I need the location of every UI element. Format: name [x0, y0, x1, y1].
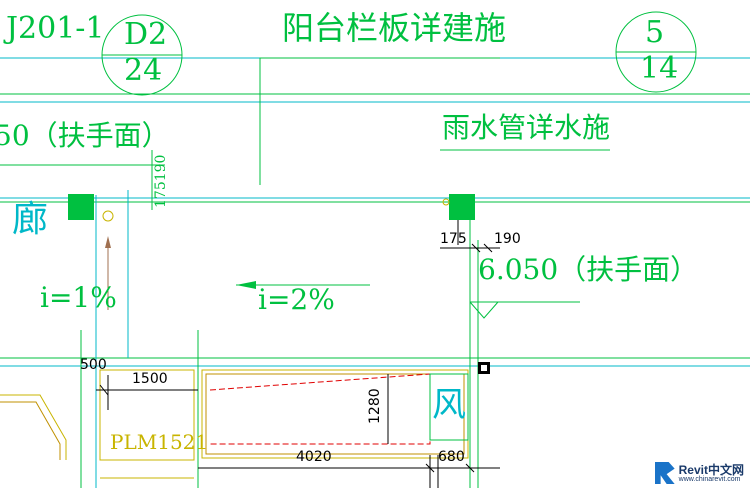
bubble-right-top: 5	[645, 15, 665, 50]
dim-1280-label: 1280	[367, 388, 383, 424]
black-corner-marker-inner	[481, 365, 487, 371]
wind-box	[429, 373, 469, 441]
dim-4020-label: 4020	[296, 449, 332, 465]
dim-500-label: 500	[80, 357, 107, 373]
watermark-url: www.chinarevit.com	[678, 475, 741, 483]
elevation-triangle	[469, 301, 499, 319]
wind-label: 风	[432, 385, 466, 425]
elevation-label: 6.050（扶手面）	[478, 253, 699, 286]
drain-circle-right	[442, 198, 450, 206]
revit-logo-icon	[654, 462, 675, 484]
dim-vertical-label: 175190	[153, 154, 169, 208]
dim-1500-label: 1500	[132, 371, 168, 387]
watermark-title: Revit中文网	[678, 462, 744, 477]
balcony-detail-title: 阳台栏板详建施	[282, 9, 507, 47]
left-yellow-outline	[0, 394, 67, 460]
pipe-marker-left	[68, 194, 94, 220]
room-outline-inner	[205, 373, 465, 455]
drain-circle	[102, 210, 114, 222]
title-leader	[259, 57, 500, 185]
window-tag: PLM1521	[110, 430, 209, 454]
red-dashed-outline	[209, 373, 431, 445]
pipe-marker-right	[449, 194, 475, 220]
slope-arrow-vertical-head	[105, 236, 111, 248]
window-box	[99, 369, 195, 461]
dim-680-label: 680	[438, 449, 465, 465]
dim-680-tick	[465, 463, 475, 473]
slope-label-mid: i=2%	[258, 283, 335, 316]
slope-label-left: i=1%	[40, 281, 117, 314]
room-outline	[201, 369, 469, 459]
left-yellow-outline-2	[0, 401, 61, 460]
watermark: Revit中文网 www.chinarevit.com	[654, 462, 744, 484]
bubble-right-bottom: 14	[640, 51, 679, 86]
dim-190-label: 190	[494, 231, 521, 247]
dim-500-tick	[99, 384, 109, 396]
detail-ref-left: J201-1	[6, 11, 105, 46]
corridor-label: 廊	[12, 199, 49, 240]
dim-175-label: 175	[440, 231, 467, 247]
bubble-left-bottom: 24	[124, 53, 163, 88]
handrail-label-left: 50（扶手面）	[0, 119, 170, 152]
slope-arrow-horizontal-head	[236, 281, 256, 289]
bubble-left-top: D2	[124, 17, 168, 52]
rainpipe-label: 雨水管详水施	[442, 111, 611, 144]
